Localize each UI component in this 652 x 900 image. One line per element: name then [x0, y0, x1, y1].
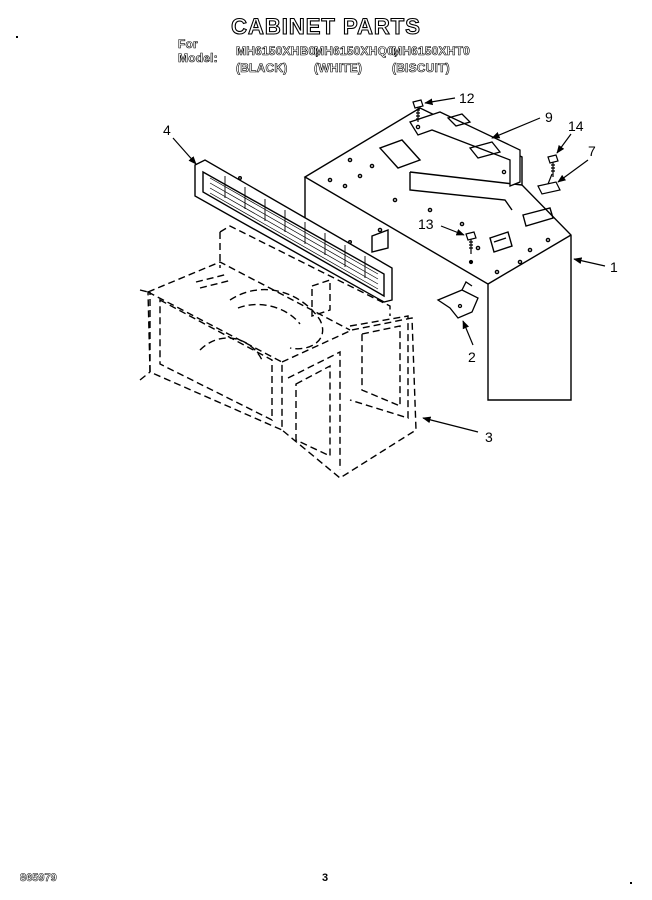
screw-12 [412, 99, 424, 122]
model-row: For Model: MH6150XHB0, MH6150XHQ0, MH615… [178, 36, 471, 65]
page-number: 3 [322, 872, 329, 884]
speck [630, 882, 632, 884]
side-bracket [436, 281, 479, 319]
callout-2: 2 [468, 349, 476, 365]
leader-2 [462, 320, 474, 346]
oven-cavity-dashed [139, 225, 417, 479]
callout-13: 13 [418, 216, 434, 232]
model-color: (BISCUIT) [392, 60, 450, 75]
speck [16, 36, 18, 38]
diagram-title: CABINET PARTS [231, 13, 421, 39]
vent-grille [194, 159, 393, 303]
model-number: MH6150XHT0 [392, 43, 471, 58]
model-list: For Model: MH6150XHB0, MH6150XHQ0, MH615… [178, 36, 471, 76]
callout-9: 9 [545, 109, 553, 125]
document-number: 865979 [20, 872, 57, 885]
callout-3: 3 [485, 429, 493, 445]
callout-12: 12 [459, 90, 475, 106]
model-number: MH6150XHB0, [236, 43, 319, 58]
model-number: MH6150XHQ0, [314, 43, 398, 58]
clip-7 [537, 173, 561, 195]
color-row: (BLACK) (WHITE) (BISCUIT) [178, 59, 470, 76]
callout-7: 7 [588, 143, 596, 159]
model-color: (WHITE) [314, 60, 363, 75]
models-label: For Model: [178, 36, 218, 65]
leader-3 [422, 416, 479, 433]
callout-1: 1 [610, 259, 618, 275]
leader-13 [440, 225, 465, 236]
top-bracket [409, 111, 521, 187]
callout-4: 4 [163, 122, 171, 138]
screw-13 [465, 231, 477, 265]
leader-12 [424, 97, 456, 106]
callout-14: 14 [568, 118, 584, 134]
screw-14 [547, 154, 559, 177]
model-color: (BLACK) [236, 60, 288, 75]
leader-14 [556, 133, 572, 154]
leader-7 [557, 159, 589, 183]
leader-4 [172, 137, 197, 165]
callout-leaders [172, 97, 606, 433]
leader-9 [491, 117, 541, 139]
leader-1 [573, 257, 606, 267]
